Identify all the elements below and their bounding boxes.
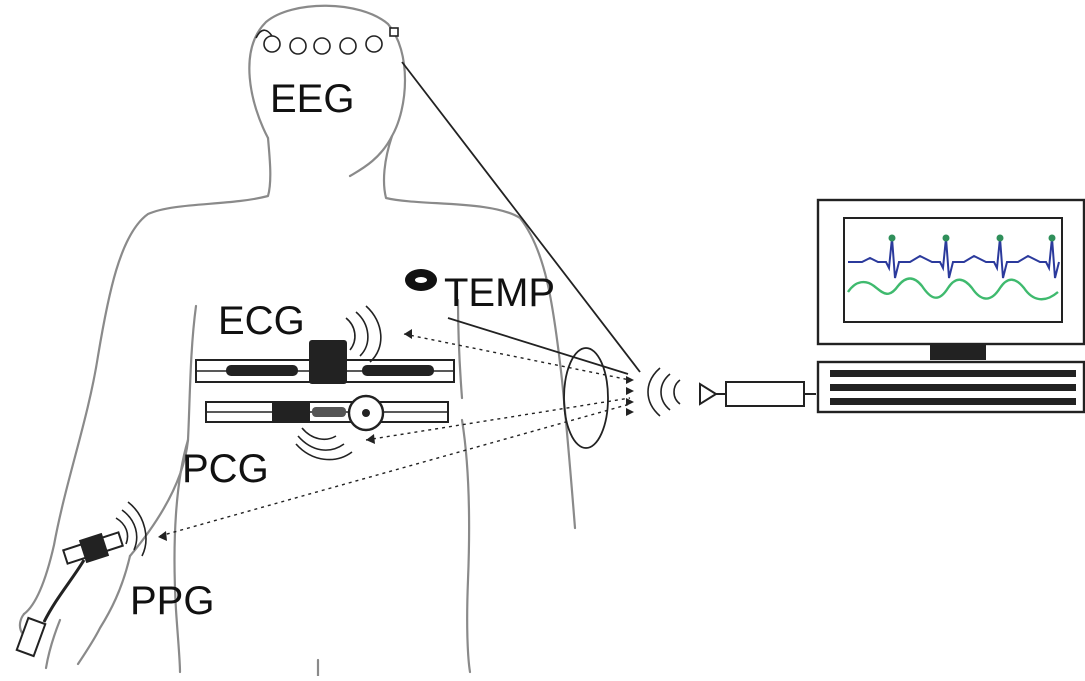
eeg-electrode-icon <box>365 35 383 53</box>
r-peak-marker <box>888 234 896 242</box>
temp-label: TEMP <box>444 271 555 315</box>
wireless-wave-icon <box>295 427 353 461</box>
ecg-trace <box>848 234 1060 279</box>
eeg-electrode-icon <box>339 37 357 55</box>
ppg-dotted-link <box>159 403 631 537</box>
eeg-connector-icon <box>389 27 399 37</box>
antenna-icon <box>699 382 726 406</box>
ppg-label: PPG <box>130 579 214 623</box>
eeg-electrodes <box>263 27 399 55</box>
human-body-outline <box>18 4 577 678</box>
r-peak-marker <box>996 234 1004 242</box>
wireless-wave-icon <box>647 367 681 417</box>
eeg-label: EEG <box>270 77 354 121</box>
r-peak-marker <box>942 234 950 242</box>
temperature-sensor-icon <box>405 269 437 291</box>
pcg-dotted-link <box>365 397 631 441</box>
diagram-labels: EEG TEMP ECG PCG PPG <box>130 77 555 623</box>
pcg-label: PCG <box>182 447 269 491</box>
pcg-sensor-icon <box>205 394 449 432</box>
eeg-electrode-icon <box>313 37 331 55</box>
monitor-icon <box>816 198 1085 414</box>
r-peak-marker <box>1048 234 1056 242</box>
eeg-electrode-icon <box>263 35 281 53</box>
signal-links <box>159 61 641 537</box>
wireless-wave-icon <box>115 501 147 557</box>
arrow-heads <box>158 329 634 541</box>
receiver-icon <box>725 381 816 407</box>
wireless-wave-icon <box>345 305 382 363</box>
eeg-lead-wire <box>255 29 273 39</box>
ppg-sensor-icon <box>15 531 125 658</box>
ecg-label: ECG <box>218 299 305 343</box>
eeg-link-line <box>401 61 641 373</box>
ecg-sensor-icon <box>195 340 455 384</box>
eeg-electrode-icon <box>289 37 307 55</box>
ppg-trace <box>847 277 1059 301</box>
temp-link-line <box>447 317 629 375</box>
receiver-field-ellipse <box>563 347 609 449</box>
